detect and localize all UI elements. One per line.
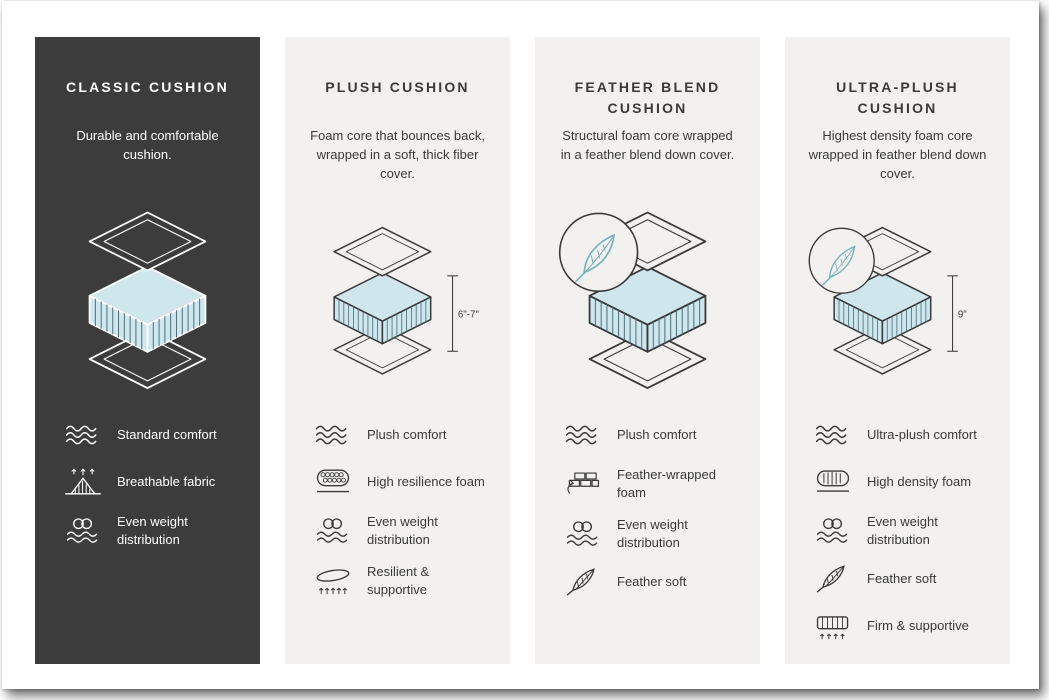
cushion-diagram: 6"-7"	[307, 203, 488, 403]
infographic-sheet: CLASSIC CUSHION Durable and comfortable …	[2, 1, 1039, 689]
feature-row: Even weight distribution	[313, 513, 488, 548]
cushion-diagram	[57, 203, 238, 403]
feature-label: High density foam	[867, 474, 972, 490]
card-description: Durable and comfortable cushion.	[76, 128, 219, 162]
even-weight-distribution-icon	[63, 515, 103, 547]
cushion-comparison: CLASSIC CUSHION Durable and comfortable …	[35, 37, 1010, 664]
feather-soft-icon	[563, 566, 603, 598]
feature-row: Feather-wrapped foam	[563, 466, 738, 501]
card-classic-cushion: CLASSIC CUSHION Durable and comfortable …	[35, 37, 260, 664]
feature-label: Feather-wrapped foam	[617, 467, 716, 500]
feature-label: Even weight distribution	[117, 514, 188, 547]
feather-wrapped-foam-icon	[563, 468, 603, 500]
card-title: FEATHER BLEND CUSHION	[574, 79, 721, 116]
firm-supportive-icon	[813, 610, 853, 642]
feature-label: High resilience foam	[367, 474, 485, 490]
card-description: Structural foam core wrapped in a feathe…	[560, 128, 735, 162]
feature-list: Plush comfort Feather-wrapped foam Even …	[557, 419, 738, 598]
feather-badge-icon	[808, 227, 875, 294]
cushion-diagram: 9"	[807, 203, 988, 403]
waves-icon	[813, 419, 853, 451]
feature-label: Plush comfort	[367, 427, 447, 443]
feature-row: Plush comfort	[313, 419, 488, 451]
feature-label: Even weight distribution	[867, 514, 938, 547]
feature-label: Feather soft	[617, 574, 687, 590]
even-weight-distribution-icon	[813, 515, 853, 547]
card-ultra-plush-cushion: ULTRA-PLUSH CUSHION Highest density foam…	[785, 37, 1010, 664]
waves-icon	[63, 419, 103, 451]
feature-row: High density foam	[813, 466, 988, 498]
feature-row: Standard comfort	[63, 419, 238, 451]
feature-row: Ultra-plush comfort	[813, 419, 988, 451]
height-label: 6"-7"	[458, 309, 480, 320]
card-title: PLUSH CUSHION	[325, 79, 470, 95]
feature-row: Firm & supportive	[813, 610, 988, 642]
feature-row: Even weight distribution	[563, 516, 738, 551]
feature-label: Feather soft	[867, 571, 937, 587]
feature-label: Even weight distribution	[367, 514, 438, 547]
feature-row: Even weight distribution	[813, 513, 988, 548]
feature-row: Resilient & supportive	[313, 563, 488, 598]
height-measurement	[447, 275, 458, 352]
feature-list: Standard comfort Breathable fabric Even …	[57, 419, 238, 548]
feature-label: Breathable fabric	[117, 474, 216, 490]
feature-list: Ultra-plush comfort High density foam Ev…	[807, 419, 988, 642]
cushion-layers-illustration: 6"-7"	[333, 226, 480, 375]
even-weight-distribution-icon	[563, 518, 603, 550]
feature-row: Even weight distribution	[63, 513, 238, 548]
feature-row: Breathable fabric	[63, 466, 238, 498]
feature-list: Plush comfort High resilience foam Even …	[307, 419, 488, 598]
cushion-layers-illustration	[558, 211, 707, 389]
feather-soft-icon	[813, 563, 853, 595]
feature-label: Resilient & supportive	[367, 564, 430, 597]
high-resilience-foam-icon	[313, 466, 353, 498]
feature-row: Feather soft	[563, 566, 738, 598]
cushion-diagram	[557, 203, 738, 403]
card-description: Highest density foam core wrapped in fea…	[808, 128, 987, 181]
waves-icon	[313, 419, 353, 451]
high-density-foam-icon	[813, 466, 853, 498]
cushion-layers-illustration: 9"	[808, 226, 967, 375]
card-plush-cushion: PLUSH CUSHION Foam core that bounces bac…	[285, 37, 510, 664]
waves-icon	[563, 419, 603, 451]
feature-label: Ultra-plush comfort	[867, 427, 977, 443]
even-weight-distribution-icon	[313, 515, 353, 547]
card-title: ULTRA-PLUSH CUSHION	[836, 79, 959, 116]
card-feather-blend-cushion: FEATHER BLEND CUSHION Structural foam co…	[535, 37, 760, 664]
feather-badge-icon	[558, 212, 639, 293]
feature-label: Standard comfort	[117, 427, 217, 443]
feature-label: Plush comfort	[617, 427, 697, 443]
card-title: CLASSIC CUSHION	[66, 79, 229, 95]
height-label: 9"	[958, 309, 967, 320]
feature-label: Even weight distribution	[617, 517, 688, 550]
feature-label: Firm & supportive	[867, 618, 969, 634]
breathable-fabric-icon	[63, 466, 103, 498]
feature-row: Plush comfort	[563, 419, 738, 451]
feature-row: High resilience foam	[313, 466, 488, 498]
feature-row: Feather soft	[813, 563, 988, 595]
card-description: Foam core that bounces back, wrapped in …	[310, 128, 485, 181]
height-measurement	[947, 275, 958, 352]
resilient-supportive-icon	[313, 565, 353, 597]
cushion-layers-illustration	[88, 211, 207, 389]
